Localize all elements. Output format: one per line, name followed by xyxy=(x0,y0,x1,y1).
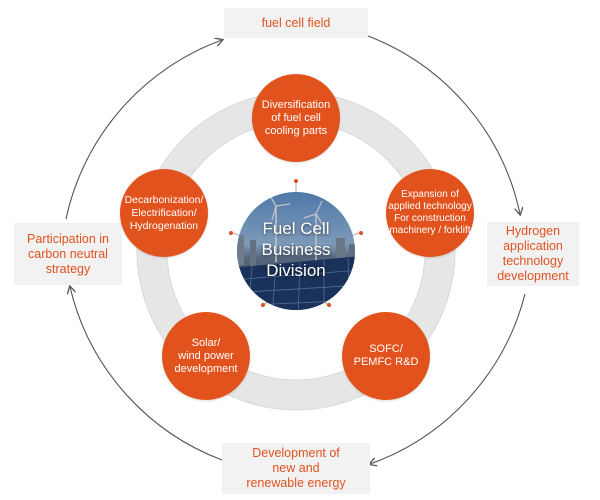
node-applied-technology: Expansion of applied technology For cons… xyxy=(386,169,474,257)
node-solar-wind: Solar/ wind power development xyxy=(162,312,250,400)
cycle-arrow-bottom-right xyxy=(370,293,526,464)
label-carbon-neutral: Participation in carbon neutral strategy xyxy=(14,223,122,285)
node-cooling-parts: Diversification of fuel cell cooling par… xyxy=(252,74,340,162)
cycle-arrow-top-right xyxy=(367,35,520,214)
node-decarbonization: Decarbonization/ Electrification/ Hydrog… xyxy=(120,169,208,257)
spoke-dots xyxy=(229,179,363,307)
label-renewable-energy: Development of new and renewable energy xyxy=(222,443,370,494)
label-fuel-cell-field: fuel cell field xyxy=(224,8,368,38)
center-title: Fuel Cell Business Division xyxy=(261,218,331,280)
center-photo xyxy=(237,192,355,310)
label-hydrogen-application: Hydrogen application technology developm… xyxy=(487,222,579,286)
node-sofc-pemfc: SOFC/ PEMFC R&D xyxy=(342,312,430,400)
cycle-arrow-top-left xyxy=(65,40,222,220)
cycle-arrow-bottom-left xyxy=(70,287,223,461)
